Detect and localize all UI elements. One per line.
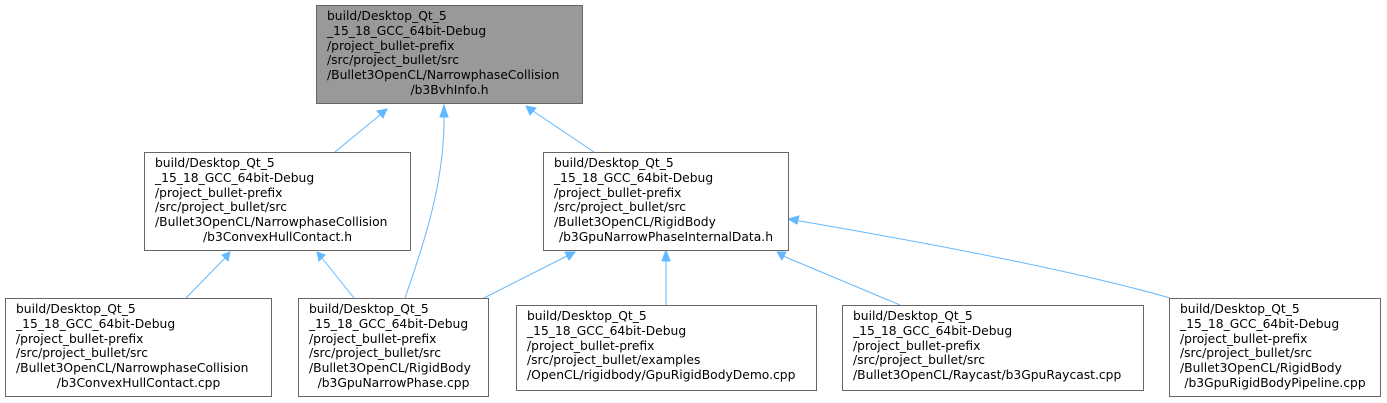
node-b3convexhullcontact-h[interactable]: build/Desktop_Qt_5 _15_18_GCC_64bit-Debu…: [144, 152, 411, 251]
edge-convex-cpp-to-convex-h: [185, 257, 226, 299]
node-b3gpuraycast-cpp[interactable]: build/Desktop_Qt_5 _15_18_GCC_64bit-Debu…: [842, 305, 1144, 391]
node-line: /b3GpuRigidBodyPipeline.cpp: [1184, 375, 1366, 390]
node-line: /b3ConvexHullContact.cpp: [56, 375, 221, 390]
node-line: build/Desktop_Qt_5: [327, 9, 447, 23]
node-line: /b3GpuNarrowPhaseInternalData.h: [558, 229, 773, 244]
node-line: /project_bullet-prefix: [1180, 331, 1308, 346]
node-b3gpurigidbodypipeline-cpp[interactable]: build/Desktop_Qt_5 _15_18_GCC_64bit-Debu…: [1169, 298, 1381, 397]
edge-narrow-cpp-to-internal-h: [483, 255, 568, 299]
arrowhead-root-center: [439, 103, 449, 118]
node-b3gpunarrowphase-cpp[interactable]: build/Desktop_Qt_5 _15_18_GCC_64bit-Debu…: [298, 298, 489, 397]
arrowhead-root-left: [376, 108, 388, 119]
node-line: /Bullet3OpenCL/RigidBody: [309, 361, 471, 376]
node-line: build/Desktop_Qt_5: [155, 156, 275, 170]
node-line: /b3BvhInfo.h: [410, 82, 489, 97]
edge-pipeline-cpp-to-internal-h: [793, 219, 1171, 299]
edge-convex-h-to-root: [334, 114, 381, 153]
node-line: _15_18_GCC_64bit-Debug: [853, 323, 1013, 338]
arrowhead-convex-h-right: [316, 251, 326, 262]
node-line: /src/project_bullet/src: [155, 200, 287, 215]
node-line: build/Desktop_Qt_5: [16, 302, 136, 316]
node-gpurigidbodydemo-cpp[interactable]: build/Desktop_Qt_5 _15_18_GCC_64bit-Debu…: [516, 305, 817, 391]
node-line: /project_bullet-prefix: [327, 38, 455, 53]
node-b3gpunarrowphaseinternaldata-h[interactable]: build/Desktop_Qt_5 _15_18_GCC_64bit-Debu…: [543, 152, 789, 251]
arrowhead-convex-h-left: [221, 251, 231, 262]
arrowhead-internal-h-left: [564, 251, 576, 261]
arrowhead-internal-h-far-right: [786, 215, 800, 225]
node-line: /project_bullet-prefix: [309, 331, 437, 346]
node-line: /project_bullet-prefix: [853, 338, 981, 353]
node-line: /b3GpuNarrowPhase.cpp: [317, 375, 470, 390]
node-line: /src/project_bullet/src: [309, 346, 441, 361]
node-line: build/Desktop_Qt_5: [309, 302, 429, 316]
node-line: _15_18_GCC_64bit-Debug: [327, 23, 487, 38]
node-line: /Bullet3OpenCL/NarrowphaseCollision: [327, 68, 560, 83]
node-line: /b3ConvexHullContact.h: [203, 229, 352, 244]
edge-narrow-cpp-to-convex-h: [321, 257, 355, 299]
edge-internal-h-to-root: [532, 110, 595, 153]
node-line: _15_18_GCC_64bit-Debug: [554, 170, 714, 185]
node-line: build/Desktop_Qt_5: [1180, 302, 1300, 316]
node-line: _15_18_GCC_64bit-Debug: [309, 316, 469, 331]
node-line: /src/project_bullet/src: [1180, 346, 1312, 361]
node-line: /Bullet3OpenCL/NarrowphaseCollision: [155, 215, 388, 230]
node-line: _15_18_GCC_64bit-Debug: [527, 323, 687, 338]
node-line: /Bullet3OpenCL/RigidBody: [1180, 361, 1342, 376]
arrowhead-internal-h-center: [661, 248, 671, 262]
node-line: /project_bullet-prefix: [554, 185, 682, 200]
node-line: /Bullet3OpenCL/NarrowphaseCollision: [16, 361, 249, 376]
arrowhead-internal-h-right: [776, 251, 787, 262]
node-line: /Bullet3OpenCL/Raycast/b3GpuRaycast.cpp: [853, 368, 1122, 383]
node-line: /project_bullet-prefix: [155, 185, 283, 200]
node-line: build/Desktop_Qt_5: [554, 156, 674, 170]
node-line: /src/project_bullet/src: [554, 200, 686, 215]
node-line: /src/project_bullet/src: [853, 353, 985, 368]
edge-raycast-cpp-to-internal-h: [782, 255, 901, 306]
node-line: _15_18_GCC_64bit-Debug: [16, 316, 176, 331]
node-line: /project_bullet-prefix: [16, 331, 144, 346]
arrowhead-root-right: [525, 105, 537, 116]
node-line: /src/project_bullet/src: [16, 346, 148, 361]
node-line: /OpenCL/rigidbody/GpuRigidBodyDemo.cpp: [527, 368, 796, 383]
node-line: build/Desktop_Qt_5: [853, 309, 973, 323]
node-line: /src/project_bullet/src: [327, 53, 459, 68]
node-line: /Bullet3OpenCL/RigidBody: [554, 215, 716, 230]
node-line: /project_bullet-prefix: [527, 338, 655, 353]
node-b3bvhinfo-h[interactable]: build/Desktop_Qt_5 _15_18_GCC_64bit-Debu…: [316, 5, 583, 104]
node-line: _15_18_GCC_64bit-Debug: [1180, 316, 1340, 331]
node-line: build/Desktop_Qt_5: [527, 309, 647, 323]
edge-narrow-cpp-to-root: [404, 114, 445, 299]
node-b3convexhullcontact-cpp[interactable]: build/Desktop_Qt_5 _15_18_GCC_64bit-Debu…: [5, 298, 272, 397]
node-line: _15_18_GCC_64bit-Debug: [155, 170, 315, 185]
node-line: /src/project_bullet/examples: [527, 353, 701, 368]
